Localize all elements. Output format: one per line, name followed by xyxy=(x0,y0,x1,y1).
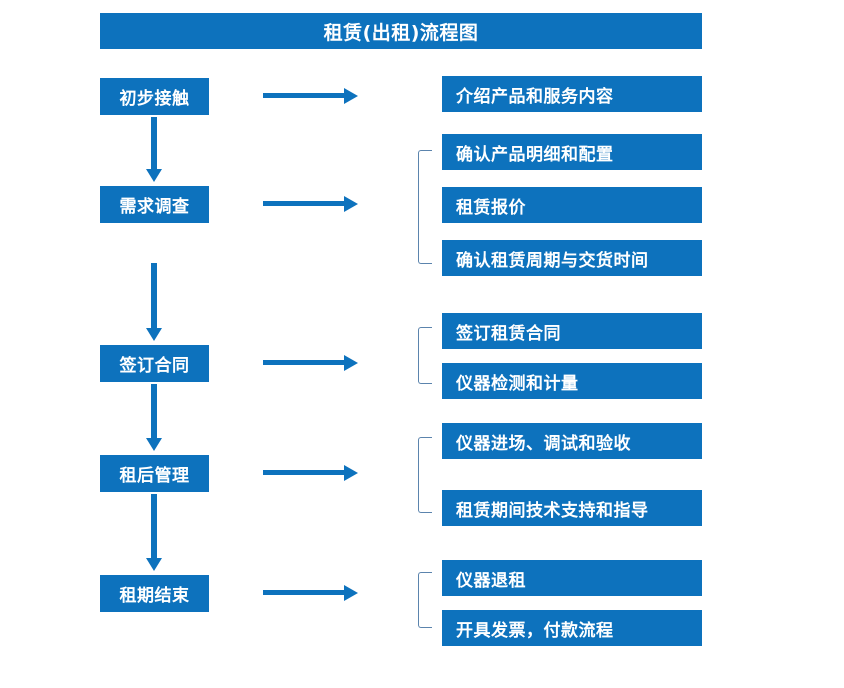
arrow-head xyxy=(146,558,162,571)
arrow-shaft xyxy=(151,384,157,438)
detail-box-sign-rental-contract[interactable]: 签订租赁合同 xyxy=(442,313,702,349)
arrow-shaft xyxy=(151,263,157,328)
arrow-shaft xyxy=(263,201,345,206)
arrow-head xyxy=(344,88,358,104)
horizontal-arrow-stage-1 xyxy=(263,87,358,105)
arrow-head xyxy=(146,438,162,451)
horizontal-arrow-stage-2 xyxy=(263,195,358,213)
horizontal-arrow-stage-3 xyxy=(263,354,358,372)
group-bracket-post-rental-management xyxy=(418,437,432,513)
vertical-arrow-contact-to-survey xyxy=(145,117,163,182)
arrow-shaft xyxy=(151,494,157,558)
detail-box-instrument-return[interactable]: 仪器退租 xyxy=(442,560,702,596)
stage-box-rental-end[interactable]: 租期结束 xyxy=(100,575,209,612)
detail-box-invoice-payment[interactable]: 开具发票，付款流程 xyxy=(442,610,702,646)
group-bracket-requirement-survey xyxy=(418,150,432,264)
vertical-arrow-survey-to-contract xyxy=(145,263,163,341)
arrow-head xyxy=(344,196,358,212)
detail-box-introduce-products[interactable]: 介绍产品和服务内容 xyxy=(442,76,702,112)
stage-box-sign-contract[interactable]: 签订合同 xyxy=(100,345,209,382)
vertical-arrow-contract-to-management xyxy=(145,384,163,451)
arrow-head xyxy=(146,169,162,182)
detail-box-instrument-onsite-commissioning[interactable]: 仪器进场、调试和验收 xyxy=(442,423,702,459)
arrow-shaft xyxy=(151,117,157,169)
arrow-head xyxy=(344,465,358,481)
group-bracket-sign-contract xyxy=(418,327,432,384)
arrow-shaft xyxy=(263,470,345,475)
arrow-head xyxy=(146,328,162,341)
stage-box-initial-contact[interactable]: 初步接触 xyxy=(100,78,209,115)
detail-box-confirm-period-delivery[interactable]: 确认租赁周期与交货时间 xyxy=(442,240,702,276)
group-bracket-rental-end xyxy=(418,572,432,628)
arrow-head xyxy=(344,585,358,601)
horizontal-arrow-stage-5 xyxy=(263,584,358,602)
detail-box-technical-support[interactable]: 租赁期间技术支持和指导 xyxy=(442,490,702,526)
arrow-shaft xyxy=(263,93,345,98)
arrow-head xyxy=(344,355,358,371)
stage-box-requirement-survey[interactable]: 需求调查 xyxy=(100,186,209,223)
detail-box-rental-quotation[interactable]: 租赁报价 xyxy=(442,187,702,223)
flowchart-title: 租赁(出租)流程图 xyxy=(100,13,702,49)
detail-box-instrument-inspection[interactable]: 仪器检测和计量 xyxy=(442,363,702,399)
detail-box-confirm-product-details[interactable]: 确认产品明细和配置 xyxy=(442,134,702,170)
arrow-shaft xyxy=(263,360,345,365)
arrow-shaft xyxy=(263,590,345,595)
vertical-arrow-management-to-end xyxy=(145,494,163,571)
horizontal-arrow-stage-4 xyxy=(263,464,358,482)
stage-box-post-rental-management[interactable]: 租后管理 xyxy=(100,455,209,492)
